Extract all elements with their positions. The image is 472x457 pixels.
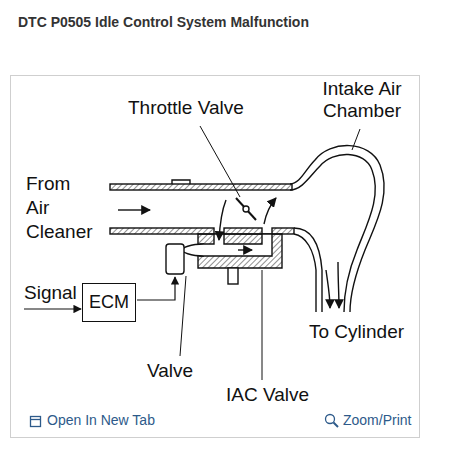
cylinder-flow-arrow: [326, 270, 330, 308]
label-text: Open In New Tab: [47, 412, 155, 428]
label-text: From Air Cleaner: [26, 173, 93, 242]
label-text: Intake Air Chamber: [322, 78, 401, 121]
signal-wire: [24, 308, 81, 309]
box-text: ECM: [89, 292, 129, 313]
open-tab-icon: [31, 419, 41, 420]
page-title: DTC P0505 Idle Control System Malfunctio…: [18, 14, 309, 30]
cylinder-flow-arrow: [338, 262, 339, 308]
throttle-shaft: [243, 206, 249, 212]
leader-line: [180, 276, 186, 356]
control-wire: [137, 277, 175, 300]
pipe-wall: [224, 228, 262, 234]
bypass-flow-arrow: [238, 249, 252, 250]
flow-arrow: [264, 198, 276, 224]
iac-body: [198, 234, 282, 268]
zoom-icon: [334, 423, 339, 428]
zoom-icon: [326, 415, 335, 424]
part-label: Intake Air Chamber: [312, 78, 412, 122]
valve-plunger: [182, 244, 204, 256]
chamber-inner: [290, 154, 375, 312]
throttle-plate: [236, 198, 256, 220]
pipe-wall: [110, 228, 214, 234]
flow-label: From Air Cleaner: [26, 172, 96, 244]
signal-label: Signal: [24, 282, 77, 304]
leader-line: [262, 270, 263, 380]
label-text: Signal: [24, 282, 77, 303]
solenoid-connector: [166, 244, 184, 274]
leader-line: [352, 129, 360, 150]
flow-label: To Cylinder: [309, 321, 404, 343]
control-box: ECM: [82, 283, 136, 322]
part-label: Throttle Valve: [128, 97, 244, 119]
pipe-wall: [110, 184, 292, 190]
runner-wall: [294, 234, 316, 312]
open-tab-icon: [31, 417, 41, 427]
air-flow-arrow: [118, 209, 150, 210]
runner-wall: [294, 228, 322, 312]
link-text: Open In New Tab: [47, 412, 155, 428]
label-text: Zoom/Print: [343, 412, 411, 428]
link-text: Zoom/Print: [343, 412, 411, 428]
label-text: Valve: [147, 360, 193, 381]
pipe-step: [172, 180, 190, 184]
bypass-flow-arrow: [219, 200, 226, 240]
chamber-outer: [290, 146, 384, 312]
part-label: Valve: [147, 360, 193, 382]
leader-line: [200, 126, 240, 197]
panel-border: [11, 76, 420, 438]
title-text: DTC P0505 Idle Control System Malfunctio…: [18, 14, 309, 30]
label-text: To Cylinder: [309, 321, 404, 342]
label-text: IAC Valve: [226, 384, 309, 405]
part-label: IAC Valve: [226, 384, 309, 406]
pipe-wall: [272, 228, 294, 234]
label-text: Throttle Valve: [128, 97, 244, 118]
iac-nozzle: [228, 268, 238, 284]
bypass-passage: [200, 234, 272, 256]
